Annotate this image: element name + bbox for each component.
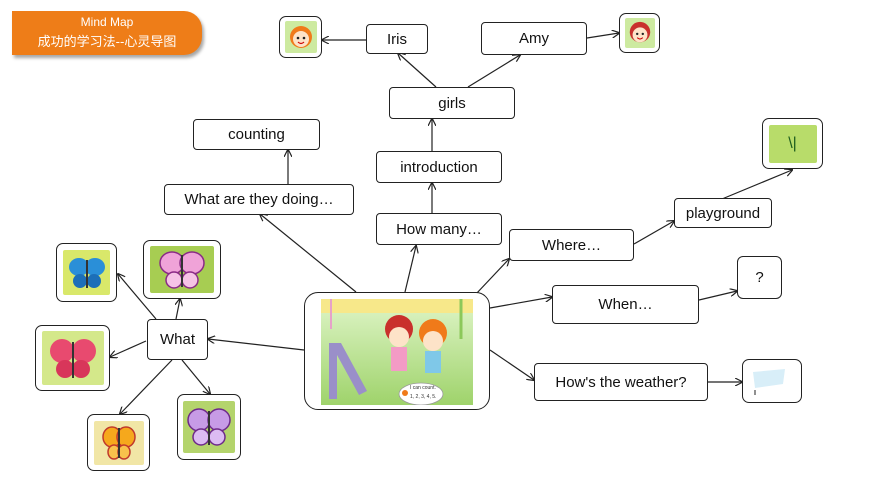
- arrow-to-butterfly-orange: [120, 359, 173, 414]
- butterfly-icon: [63, 250, 110, 295]
- playground-scene: I can count. 1, 2, 3, 4, 5.: [321, 299, 473, 405]
- speech-bubble-title: I can count.: [410, 385, 436, 391]
- question-node: ?: [737, 256, 782, 299]
- what-node: What: [147, 319, 208, 360]
- playground-sign: \|: [768, 124, 817, 163]
- what-doing-node: What are they doing…: [164, 184, 354, 215]
- arrow-to-amy: [467, 55, 520, 88]
- playground-picture: \|: [762, 118, 823, 169]
- arrow-to-playground: [633, 221, 674, 245]
- iris-node: Iris: [366, 24, 428, 54]
- arrow-to-weather: [489, 349, 534, 380]
- butterfly-icon: [150, 246, 214, 293]
- girls-node: girls: [389, 87, 515, 119]
- arrow-to-iris: [398, 53, 437, 88]
- arrow-to-butterfly-pink-top: [176, 299, 180, 320]
- speech-bubble-body: 1, 2, 3, 4, 5.: [410, 394, 437, 400]
- counting-node: counting: [193, 119, 320, 150]
- amy-node: Amy: [481, 22, 587, 55]
- girl-face-icon: [284, 21, 317, 53]
- arrow-to-how-many: [404, 246, 416, 293]
- amy-picture: [619, 13, 660, 53]
- butterfly-blue-picture: [56, 243, 117, 302]
- arrow-to-playground-picture: [721, 170, 792, 200]
- playground-node: playground: [674, 198, 772, 228]
- cloud-icon: [747, 364, 797, 398]
- butterfly-orange-picture: [87, 414, 150, 471]
- arrow-to-amy-picture: [586, 33, 619, 39]
- when-node: When…: [552, 285, 699, 324]
- banner-subtitle: 成功的学习法--心灵导图: [37, 34, 177, 49]
- arrow-to-what-doing: [260, 214, 357, 293]
- butterfly-pink-picture: [143, 240, 221, 299]
- iris-picture: [279, 16, 322, 58]
- arrow-to-butterfly-blue: [118, 274, 157, 320]
- arrow-to-question: [698, 291, 737, 301]
- arrow-to-when: [489, 297, 552, 309]
- butterfly-icon: [41, 331, 104, 385]
- arrow-to-butterfly-purple: [181, 359, 210, 394]
- arrow-to-butterfly-red: [110, 340, 147, 357]
- butterfly-purple-picture: [177, 394, 241, 460]
- banner-title: Mind Map: [80, 15, 134, 29]
- introduction-node: introduction: [376, 151, 502, 183]
- weather-picture: [742, 359, 802, 403]
- arrow-to-where: [475, 259, 509, 295]
- arrow-to-what: [208, 339, 305, 351]
- butterfly-icon: [183, 401, 235, 453]
- girl-face-icon: [624, 18, 655, 48]
- scene-illustration: [321, 299, 473, 405]
- butterfly-red-picture: [35, 325, 110, 391]
- weather-node: How's the weather?: [534, 363, 708, 401]
- where-node: Where…: [509, 229, 634, 261]
- central-scene: I can count. 1, 2, 3, 4, 5.: [304, 292, 490, 410]
- butterfly-icon: [93, 420, 144, 465]
- how-many-node: How many…: [376, 213, 502, 245]
- title-banner: Mind Map 成功的学习法--心灵导图: [12, 11, 202, 55]
